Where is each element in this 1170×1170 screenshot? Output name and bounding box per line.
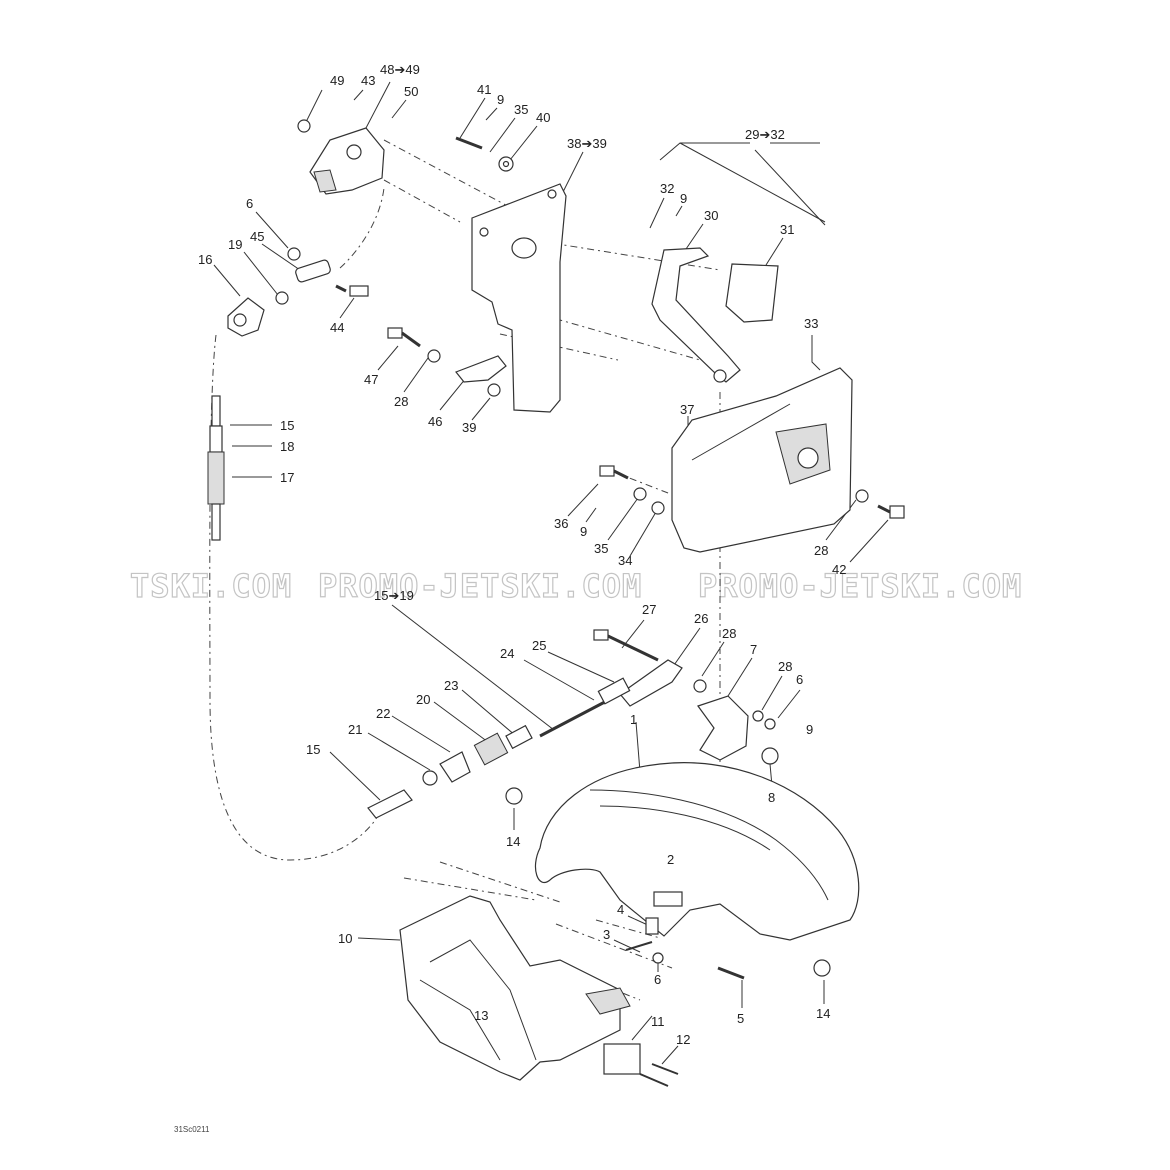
callout-32: 32: [660, 181, 674, 196]
callout-16: 16: [198, 252, 212, 267]
callout-20: 20: [416, 692, 430, 707]
callout-19: 19: [228, 237, 242, 252]
callout-33: 33: [804, 316, 818, 331]
callout-23: 23: [444, 678, 458, 693]
watermark-left: TSKI.COM: [130, 567, 292, 605]
callout-24: 24: [500, 646, 514, 661]
callout-46: 46: [428, 414, 442, 429]
callout-4: 4: [617, 902, 624, 917]
callout-27: 27: [642, 602, 656, 617]
callout-49: 49: [330, 73, 344, 88]
callout-42: 42: [832, 562, 846, 577]
callout-28: 28: [722, 626, 736, 641]
callout-31: 31: [780, 222, 794, 237]
callout-25: 25: [532, 638, 546, 653]
callout-37: 37: [680, 402, 694, 417]
callout-6: 6: [796, 672, 803, 687]
callout-labels: 49 43 48➔49 50 41 9 35 40 38➔39 29➔32 32…: [198, 62, 846, 1047]
callout-36: 36: [554, 516, 568, 531]
callout-34: 34: [618, 553, 632, 568]
callout-30: 30: [704, 208, 718, 223]
callout-35: 35: [514, 102, 528, 117]
callout-9: 9: [580, 524, 587, 539]
callout-17: 17: [280, 470, 294, 485]
callout-28: 28: [394, 394, 408, 409]
callout-5: 5: [737, 1011, 744, 1026]
callout-1: 1: [630, 712, 637, 727]
parts: [207, 119, 905, 1087]
callout-45: 45: [250, 229, 264, 244]
callout-28: 28: [778, 659, 792, 674]
callout-40: 40: [536, 110, 550, 125]
drawing-code: 31Sc0211: [174, 1125, 210, 1134]
callout-26: 26: [694, 611, 708, 626]
callout-9: 9: [680, 191, 687, 206]
callout-35: 35: [594, 541, 608, 556]
callout-48-49: 48➔49: [380, 62, 420, 77]
callout-2: 2: [667, 852, 674, 867]
callout-43: 43: [361, 73, 375, 88]
callout-21: 21: [348, 722, 362, 737]
callout-3: 3: [603, 927, 610, 942]
callout-18: 18: [280, 439, 294, 454]
callout-29-32: 29➔32: [745, 127, 785, 142]
callout-12: 12: [676, 1032, 690, 1047]
callout-15: 15: [280, 418, 294, 433]
callout-13: 13: [474, 1008, 488, 1023]
callout-6: 6: [654, 972, 661, 987]
watermark: TSKI.COM PROMO-JETSKI.COM PROMO-JETSKI.C…: [129, 566, 1022, 605]
callout-39: 39: [462, 420, 476, 435]
callout-9: 9: [806, 722, 813, 737]
callout-8: 8: [768, 790, 775, 805]
callout-28: 28: [814, 543, 828, 558]
callout-41: 41: [477, 82, 491, 97]
callout-14: 14: [816, 1006, 830, 1021]
callout-22: 22: [376, 706, 390, 721]
watermark-middle: PROMO-JETSKI.COM: [318, 567, 642, 605]
callout-15-19: 15➔19: [374, 588, 414, 603]
callout-6: 6: [246, 196, 253, 211]
callout-10: 10: [338, 931, 352, 946]
callout-14: 14: [506, 834, 520, 849]
callout-38-39: 38➔39: [567, 136, 607, 151]
callout-44: 44: [330, 320, 344, 335]
callout-15: 15: [306, 742, 320, 757]
callout-7: 7: [750, 642, 757, 657]
watermark-right: PROMO-JETSKI.COM: [698, 567, 1022, 605]
callout-50: 50: [404, 84, 418, 99]
callout-47: 47: [364, 372, 378, 387]
callout-11: 11: [651, 1014, 665, 1029]
callout-9: 9: [497, 92, 504, 107]
